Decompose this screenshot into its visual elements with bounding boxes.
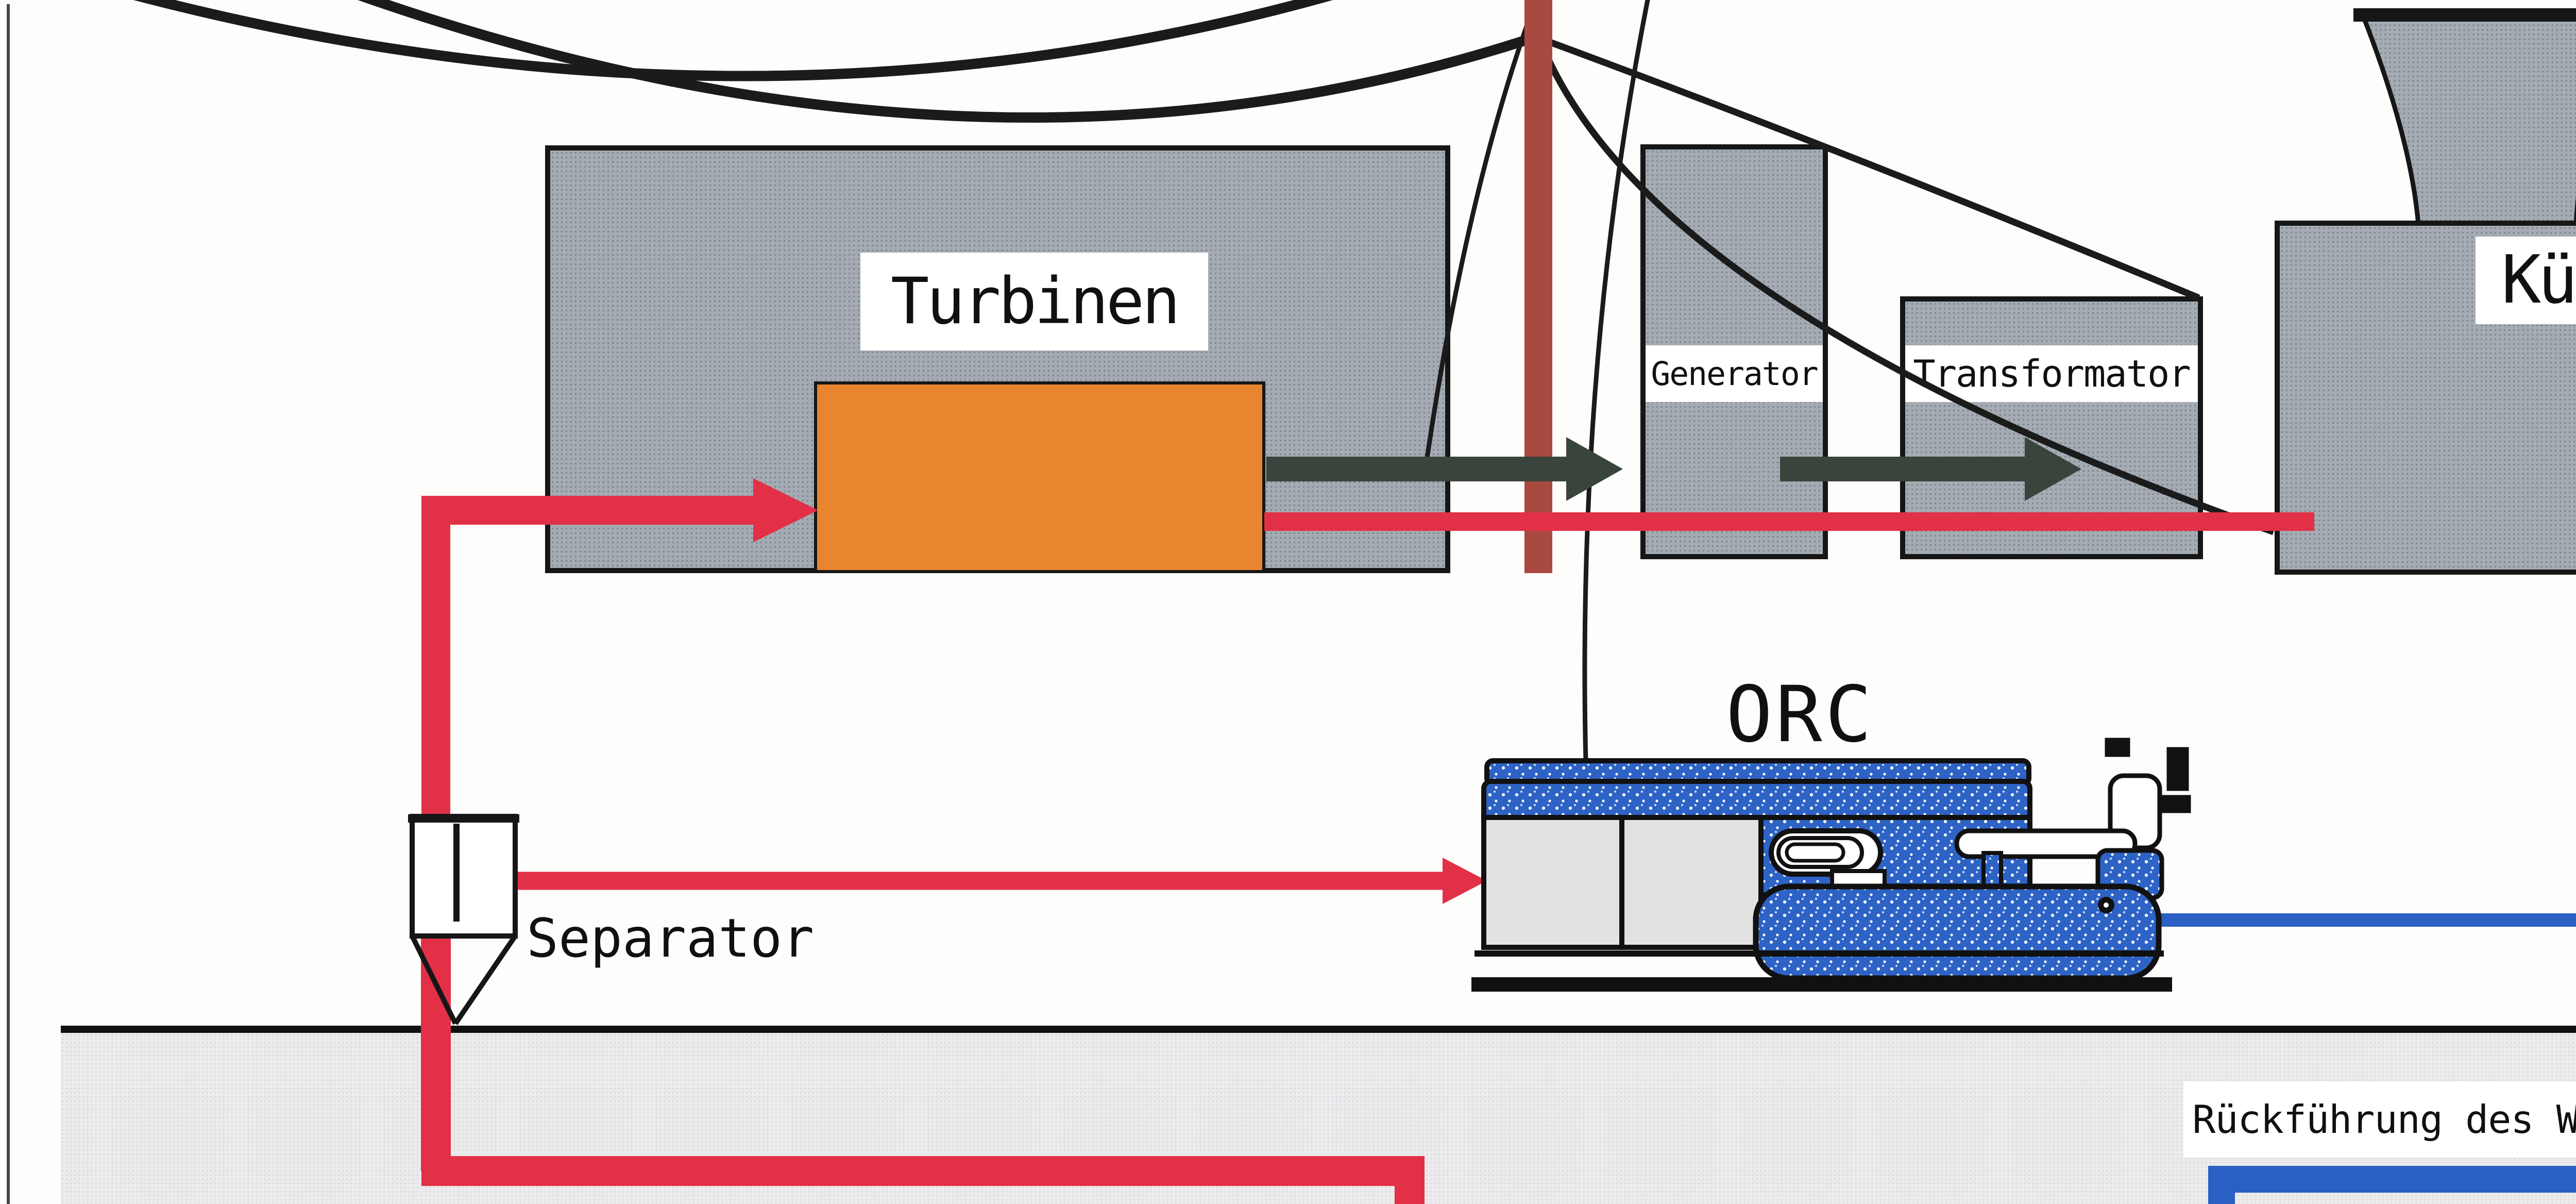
cable-to-transformer: [1539, 35, 2200, 302]
orc-label-wrap: ORC: [1726, 676, 1875, 754]
orc-label: ORC: [1726, 670, 1875, 760]
cooling-tower-building-box: Kühltürme: [2275, 221, 2576, 575]
hot-pipe-underground: [421, 1156, 1425, 1204]
turbine-label-plate: Turbinen: [860, 253, 1208, 350]
cable-arc-outer: [133, 0, 1333, 81]
generator-label-band: Generator: [1646, 345, 1823, 402]
power-arrow-head-1: [1566, 437, 1623, 501]
power-flow-arrows: [1266, 437, 2081, 501]
cooling-tower-icon-left: [2353, 8, 2576, 227]
power-arrow-head-2: [2025, 437, 2081, 501]
transformer-label-band: Transformator: [1905, 345, 2198, 402]
orc-machine-illustration: [1471, 738, 2191, 992]
orc-panel-right: [1619, 815, 1764, 950]
water-return-label: Rückführung des Wassers: [2192, 1096, 2576, 1142]
cable-to-orc: [1582, 0, 1650, 762]
page-border-line: [7, 4, 10, 1204]
transformer-label: Transformator: [1913, 352, 2191, 395]
power-cables: [133, 0, 2275, 762]
generator-box: Generator: [1640, 144, 1828, 559]
hot-water-circuit: [421, 496, 2314, 1204]
separator-icon: [408, 814, 519, 1025]
separator-label: Separator: [527, 908, 815, 969]
hot-arrowhead-turbine: [753, 478, 818, 542]
cold-water-circuit: [2143, 913, 2576, 1204]
turbine-unit-block: [814, 381, 1265, 573]
orc-condenser-cylinder: [1753, 883, 2162, 981]
cable-to-cooling: [1537, 40, 2275, 536]
turbine-label: Turbinen: [890, 264, 1180, 339]
hot-arrowhead-orc: [1443, 858, 1487, 904]
orc-panel-left: [1481, 815, 1624, 950]
separator-label-wrap: Separator: [527, 912, 814, 965]
power-arrow-shaft-2: [1780, 457, 2025, 481]
cooling-tower-label: Kühltürme: [2501, 242, 2576, 319]
cooling-tower-label-plate: Kühltürme: [2476, 237, 2576, 324]
cold-pipe-return: [2208, 1166, 2576, 1204]
generator-label: Generator: [1651, 355, 1818, 393]
water-return-label-plate: Rückführung des Wassers: [2183, 1081, 2576, 1158]
hot-pipe-riser: [421, 496, 753, 823]
power-arrow-shaft-1: [1266, 457, 1566, 481]
cable-arc-inner: [358, 0, 1540, 123]
cable-to-turbine: [1425, 0, 1539, 458]
